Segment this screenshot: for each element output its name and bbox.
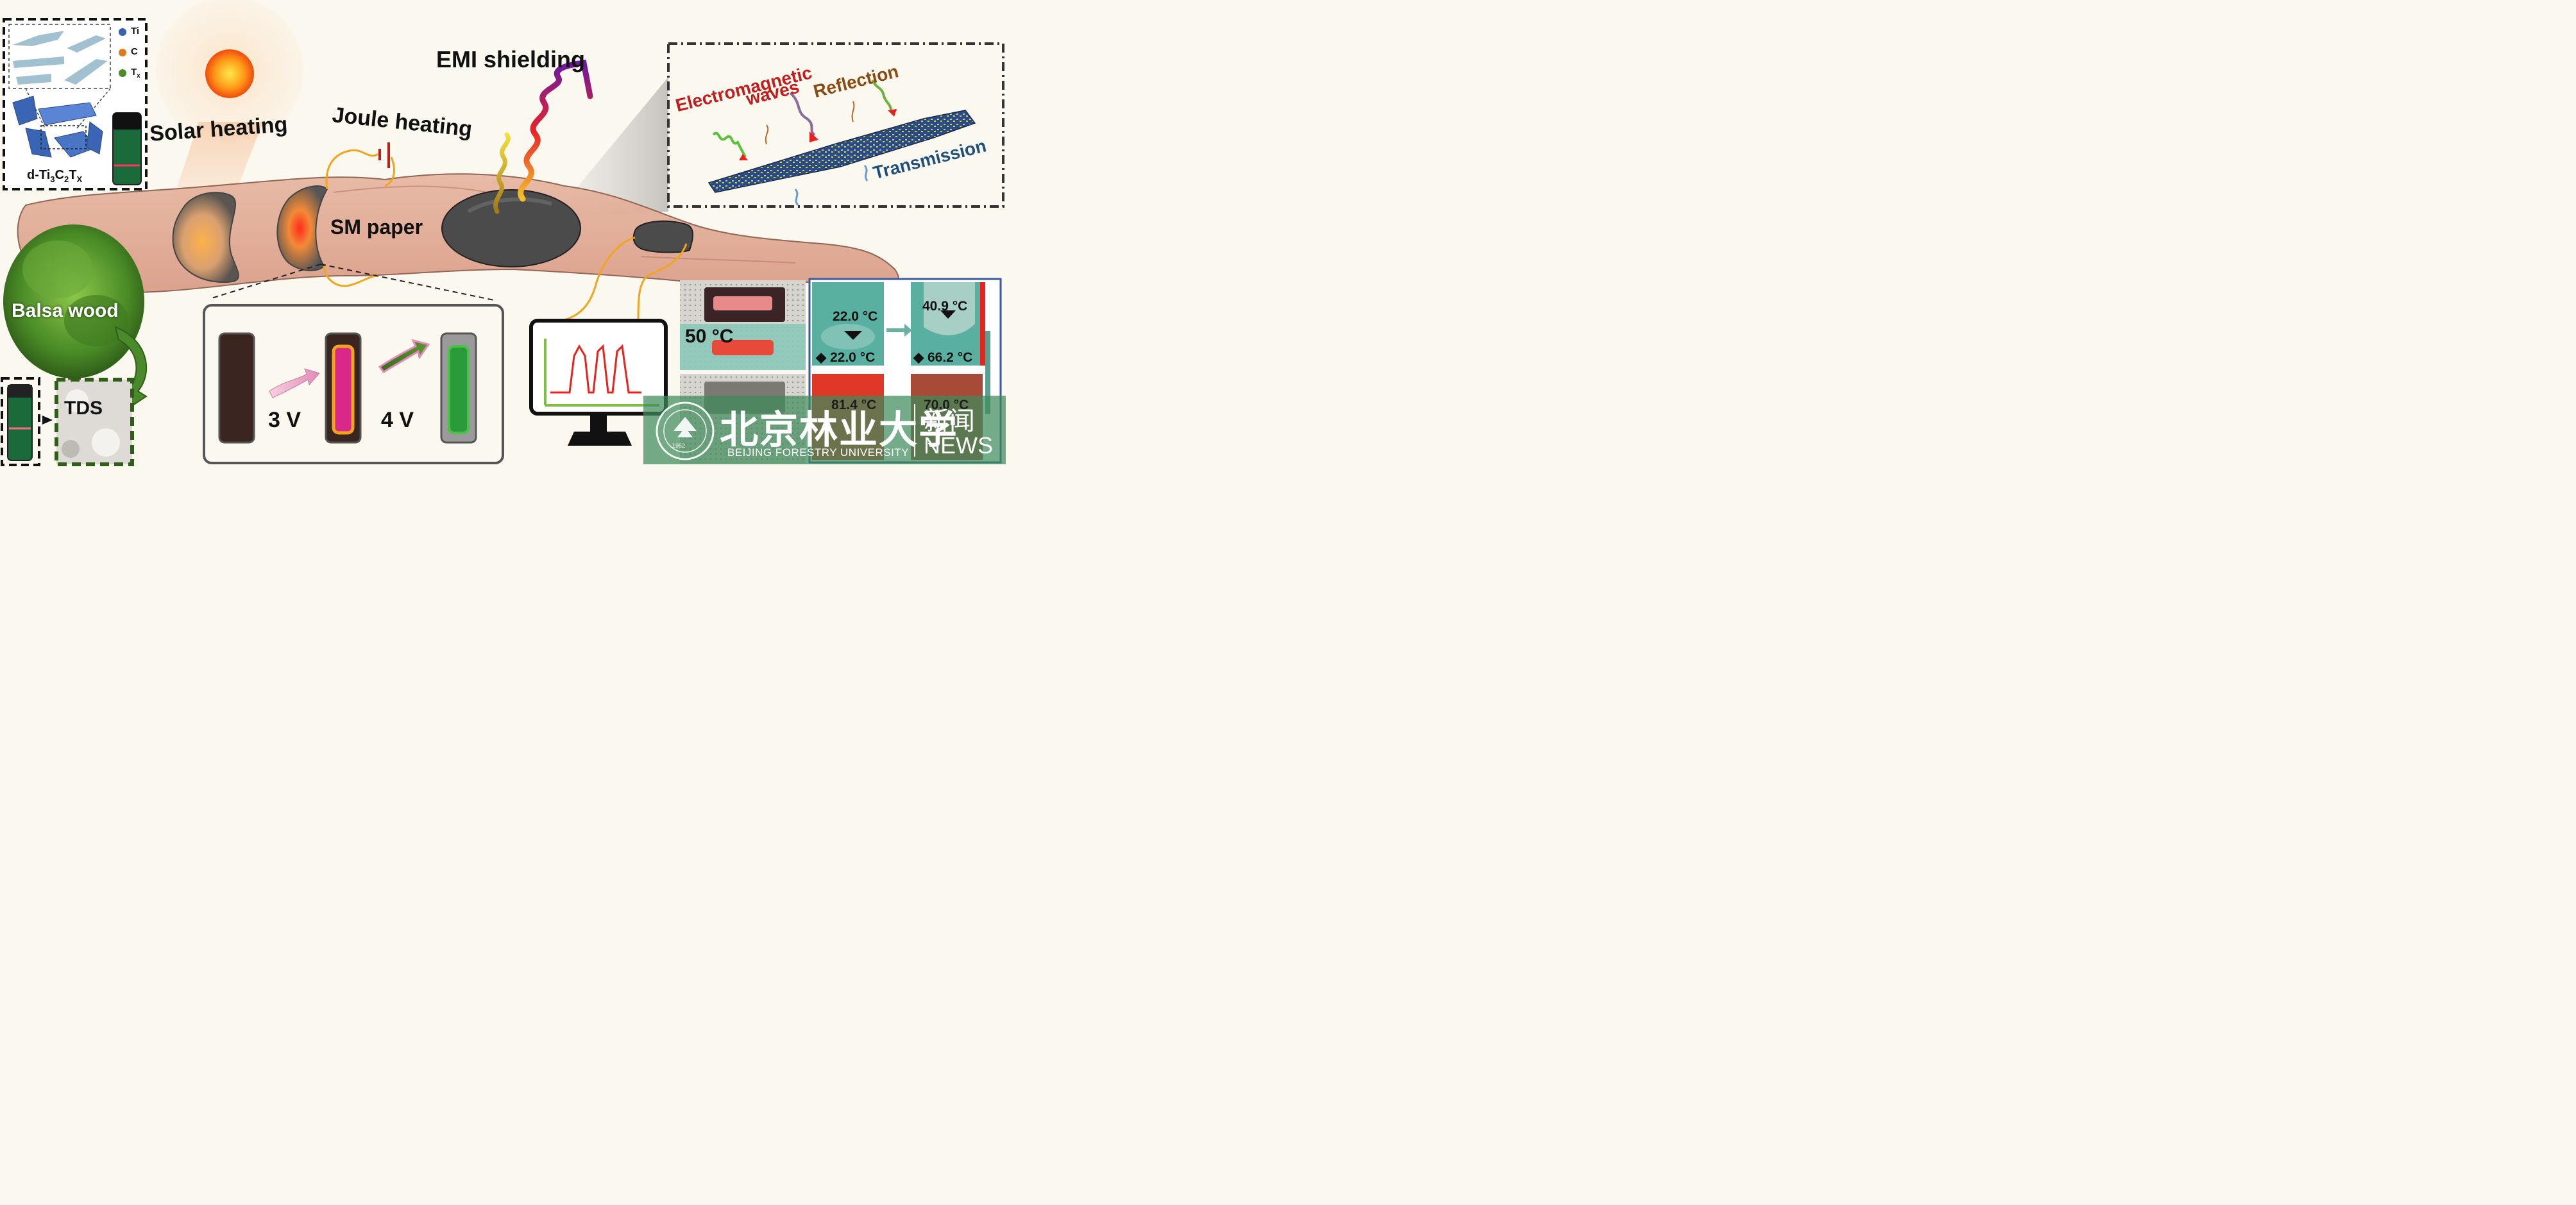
monitor-signal bbox=[550, 344, 641, 394]
sm-paper-patch-solar bbox=[172, 192, 239, 283]
shield-layer bbox=[708, 110, 976, 193]
paper-strip-4v-heat bbox=[448, 345, 470, 434]
sun-beam bbox=[173, 122, 263, 205]
watermark-chinese: 北京林业大学 bbox=[720, 408, 958, 453]
thermal-arrow bbox=[886, 324, 912, 337]
thermal-50c-label: 50 °C bbox=[685, 326, 734, 347]
watermark-english: BEIJING FORESTRY UNIVERSITY bbox=[727, 446, 910, 459]
wave-in-3 bbox=[871, 79, 893, 113]
voltage-label-4v: 4 V bbox=[381, 408, 414, 432]
joule-wire bbox=[325, 149, 379, 190]
thermal-marker bbox=[940, 310, 956, 319]
thermal-reading-3-top: 81.4 °C bbox=[831, 398, 877, 412]
reflect-wave bbox=[765, 124, 769, 145]
arrow-3v bbox=[269, 368, 320, 398]
flake bbox=[38, 102, 97, 126]
scene-illustration bbox=[1, 0, 1006, 466]
balsa-wood-label: Balsa wood bbox=[12, 300, 119, 321]
incident-wave bbox=[518, 59, 593, 202]
university-seal-icon bbox=[656, 401, 715, 460]
thermal-reading-1-bottom: ◆ 22.0 °C bbox=[816, 350, 876, 365]
legend-label-ti: Ti bbox=[131, 26, 140, 37]
emi-shielding-label: EMI shielding bbox=[436, 46, 586, 72]
nanosheet bbox=[67, 35, 106, 53]
tds-label: TDS bbox=[64, 398, 103, 419]
sm-paper-patch-joule bbox=[276, 185, 328, 271]
zoom-cone bbox=[552, 77, 668, 218]
flake bbox=[12, 96, 38, 126]
nanosheet bbox=[13, 31, 64, 46]
wave-in-1 bbox=[712, 131, 747, 158]
legend-dot-tx bbox=[119, 69, 126, 77]
flake bbox=[25, 128, 52, 158]
joule-wire bbox=[323, 265, 379, 287]
nanosheet bbox=[16, 74, 51, 85]
paper-strip-off bbox=[218, 332, 255, 444]
arrow-4v bbox=[378, 339, 430, 373]
material-caption: d-Ti3C2TX bbox=[27, 168, 83, 184]
thermal-reading-2-top: 40.9 °C bbox=[922, 299, 968, 314]
zoom-line bbox=[320, 264, 495, 301]
watermark-news-zh: 新闻 bbox=[924, 407, 975, 436]
watermark-news-en: NEWS bbox=[924, 432, 993, 459]
sensor-wire bbox=[545, 236, 636, 325]
thermal-marker bbox=[844, 331, 862, 340]
monitor-base bbox=[568, 432, 632, 446]
wave-in-2 bbox=[789, 92, 816, 136]
paper-strip-3v-heat bbox=[332, 344, 355, 435]
transmit-wave bbox=[863, 165, 869, 181]
voltage-label-3v: 3 V bbox=[268, 408, 301, 432]
flake bbox=[86, 121, 103, 155]
legend-label-c: C bbox=[131, 46, 138, 57]
patch-highlight bbox=[467, 197, 552, 214]
sm-paper-label: SM paper bbox=[330, 215, 423, 239]
legend-dot-c bbox=[119, 49, 126, 56]
reflect-wave bbox=[851, 101, 855, 122]
sun-icon bbox=[205, 49, 254, 98]
thermal-reading-4-top: 70.0 °C bbox=[924, 398, 969, 412]
sm-paper-patch-sensor bbox=[632, 220, 693, 253]
thermal-reading-1-top: 22.0 °C bbox=[833, 309, 878, 324]
arrow-left-icon bbox=[42, 416, 53, 425]
arm-vein bbox=[641, 256, 796, 264]
zoom-line bbox=[211, 264, 321, 299]
legend-dot-ti bbox=[119, 28, 126, 36]
nanosheet bbox=[13, 56, 64, 68]
absorbed-wave bbox=[493, 132, 511, 214]
seal-year: 1952 bbox=[672, 442, 686, 449]
joule-wire bbox=[384, 156, 395, 187]
transmit-wave bbox=[794, 189, 799, 206]
legend-label-tx: Tx bbox=[131, 67, 140, 80]
thermal-reading-2-bottom: ◆ 66.2 °C bbox=[913, 350, 973, 365]
arm-vein bbox=[333, 185, 488, 193]
sensor-wire bbox=[637, 243, 688, 321]
nanosheet bbox=[64, 59, 108, 85]
monitor-stand bbox=[590, 414, 607, 432]
